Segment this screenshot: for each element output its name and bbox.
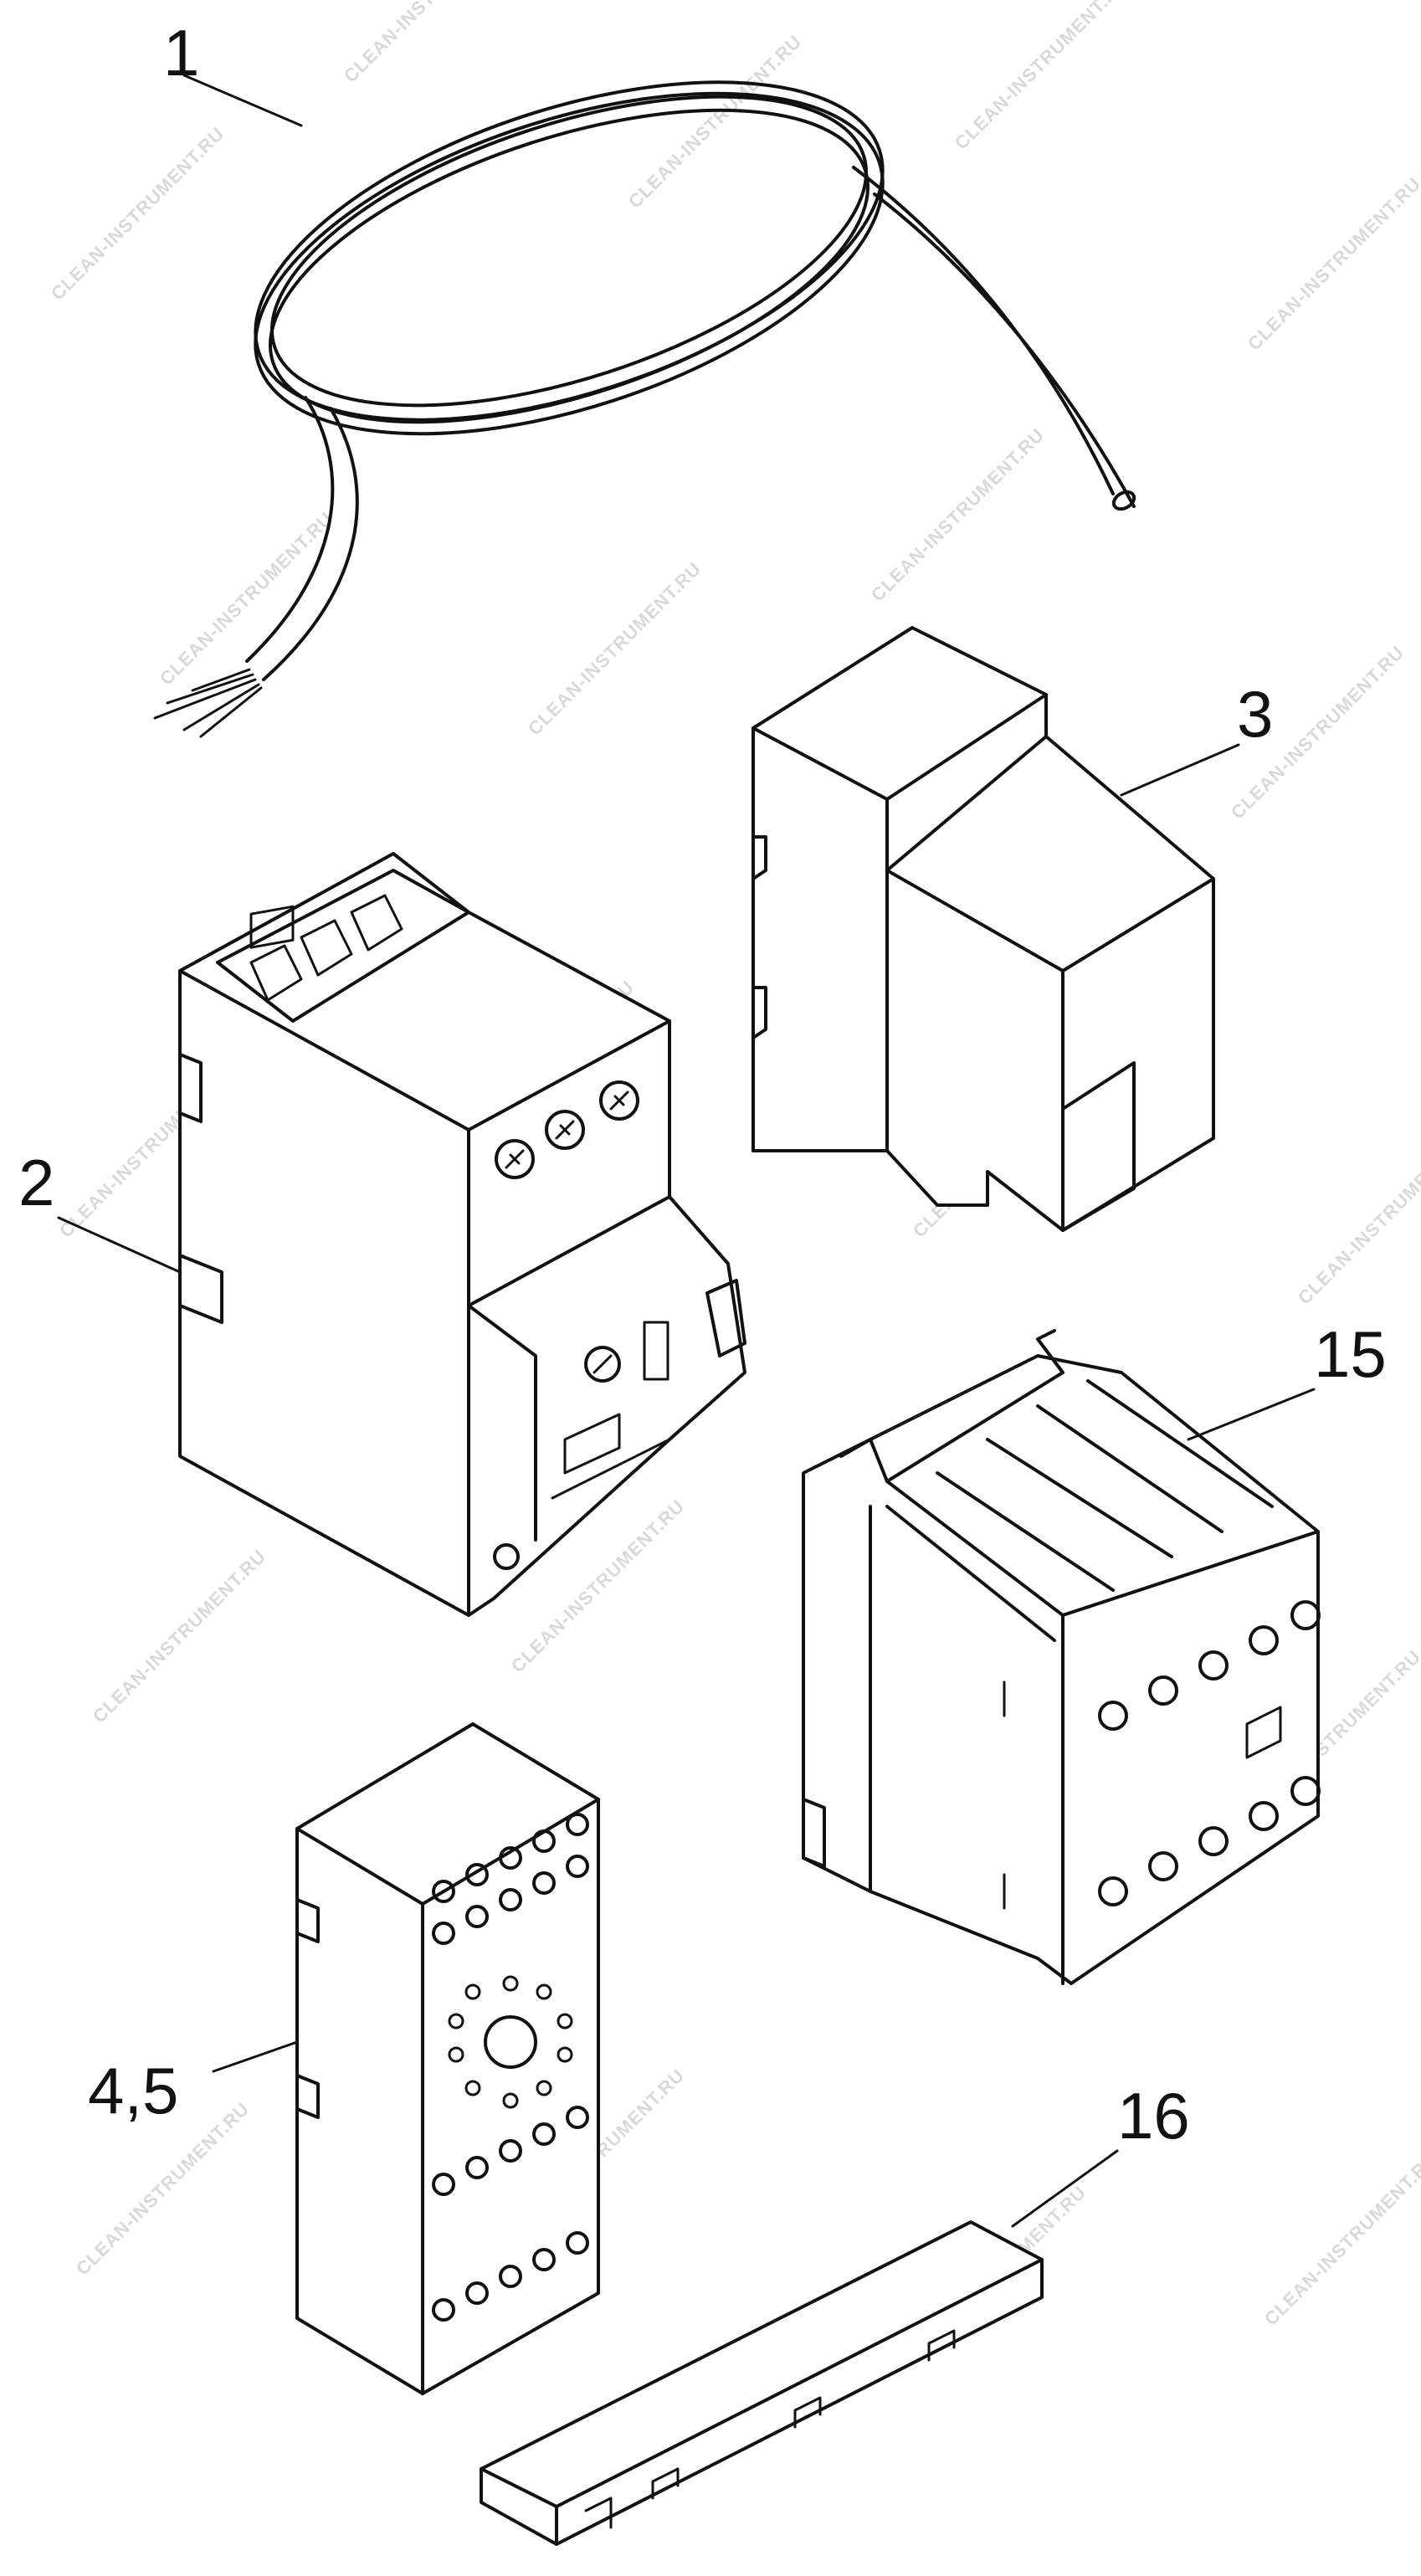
watermark: CLEAN-INSTRUMENT.RU bbox=[1294, 1127, 1421, 1309]
contactor-drawing bbox=[802, 1329, 1321, 1985]
callout-number-connector-bar: 16 bbox=[1117, 2079, 1190, 2153]
leader-line-relay-module bbox=[1120, 743, 1240, 797]
callout-number-cable: 1 bbox=[163, 16, 199, 90]
leader-line-contactor bbox=[1187, 1388, 1316, 1441]
watermark: CLEAN-INSTRUMENT.RU bbox=[867, 424, 1049, 606]
connector-bar-drawing bbox=[480, 2220, 1044, 2546]
leader-line-motor-protection-switch bbox=[57, 1216, 182, 1274]
relay-module-drawing bbox=[752, 626, 1215, 1232]
watermark: CLEAN-INSTRUMENT.RU bbox=[1260, 2148, 1421, 2330]
leader-line-cable bbox=[182, 74, 303, 127]
watermark: CLEAN-INSTRUMENT.RU bbox=[1244, 173, 1421, 355]
watermark: CLEAN-INSTRUMENT.RU bbox=[89, 1546, 270, 1727]
watermark: CLEAN-INSTRUMENT.RU bbox=[47, 123, 228, 305]
relay-socket-drawing bbox=[295, 1722, 600, 2395]
watermark: CLEAN-INSTRUMENT.RU bbox=[524, 558, 705, 740]
callout-number-relay-module: 3 bbox=[1237, 677, 1273, 751]
callout-number-motor-protection-switch: 2 bbox=[18, 1146, 54, 1219]
leader-line-relay-socket bbox=[212, 2040, 299, 2073]
callout-leaders bbox=[57, 74, 1316, 2228]
motor-protection-switch-drawing bbox=[178, 852, 746, 1617]
callout-number-contactor: 15 bbox=[1314, 1317, 1387, 1391]
watermark: CLEAN-INSTRUMENT.RU bbox=[951, 0, 1132, 154]
watermark: CLEAN-INSTRUMENT.RU bbox=[340, 0, 521, 87]
callout-number-relay-socket: 4,5 bbox=[88, 2054, 178, 2127]
watermark: CLEAN-INSTRUMENT.RU bbox=[624, 31, 806, 213]
cable-drawing bbox=[153, 80, 1136, 738]
leader-line-connector-bar bbox=[1011, 2149, 1119, 2228]
callout-labels: 1 2 3 15 4,5 16 bbox=[18, 16, 1387, 2153]
